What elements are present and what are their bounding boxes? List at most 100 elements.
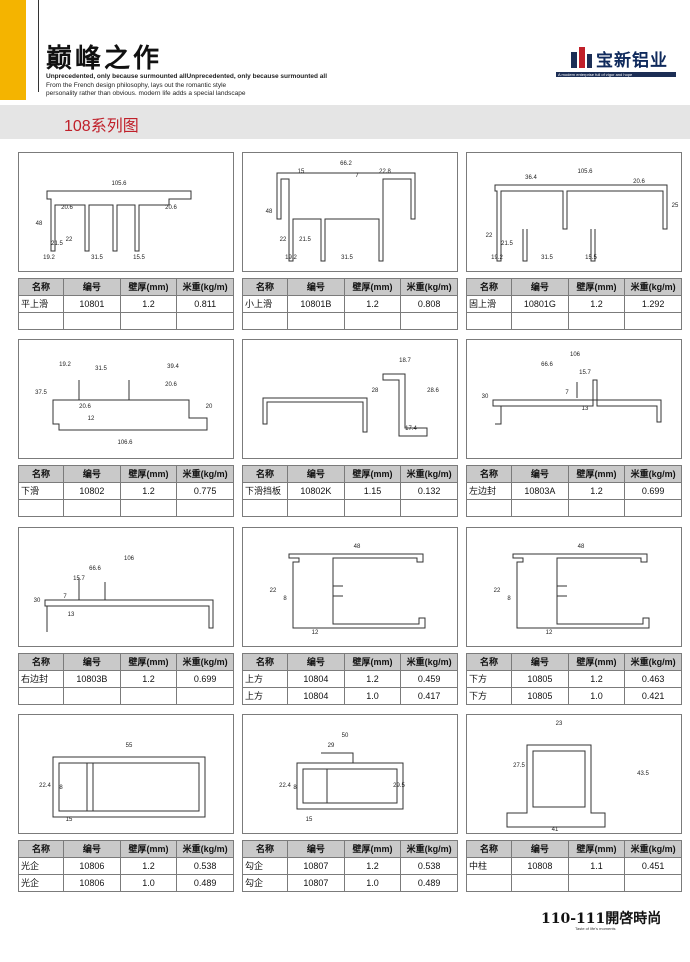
profile-outline <box>52 756 206 818</box>
column-header-code: 编号 <box>511 653 569 671</box>
cell-name: 上方 <box>242 687 288 705</box>
cell-weight <box>400 499 458 517</box>
cell-name: 平上滑 <box>18 295 64 313</box>
cell-code <box>63 687 121 705</box>
dimension-label: 7 <box>565 390 569 396</box>
column-header-thickness: 壁厚(mm) <box>119 278 178 296</box>
cell-weight <box>624 874 682 892</box>
dimension-label: 31.5 <box>341 255 353 261</box>
dimension-label: 20 <box>206 404 213 410</box>
brand-logo: 宝新铝业 A modern enterprise full of vigor a… <box>556 42 676 82</box>
cell-code: 10801G <box>511 295 569 313</box>
footer-brand: 開啓時尚 <box>605 911 662 927</box>
cell-name: 上方 <box>242 670 288 688</box>
cell-name <box>18 687 64 705</box>
cell-weight: 0.463 <box>624 670 682 688</box>
dimension-label: 19.2 <box>59 362 71 368</box>
cell-thickness: 1.2 <box>567 670 626 688</box>
column-header-thickness: 壁厚(mm) <box>343 840 402 858</box>
cell-thickness: 1.15 <box>343 482 402 500</box>
column-header-thickness: 壁厚(mm) <box>343 465 402 483</box>
cell-thickness: 1.0 <box>119 874 178 892</box>
cell-thickness <box>567 499 626 517</box>
cell-name <box>18 499 64 517</box>
dimension-label: 23 <box>556 721 563 727</box>
column-header-name: 名称 <box>242 465 288 483</box>
cell-weight: 0.489 <box>400 874 458 892</box>
cell-thickness: 1.2 <box>119 670 178 688</box>
dimension-label: 21.5 <box>299 237 311 243</box>
column-header-code: 编号 <box>287 840 345 858</box>
cell-weight: 0.489 <box>176 874 234 892</box>
dimension-label: 20.6 <box>79 404 91 410</box>
spec-header-row: 名称编号壁厚(mm)米重(kg/m) <box>242 840 458 858</box>
column-header-thickness: 壁厚(mm) <box>119 653 178 671</box>
cell-weight: 0.699 <box>176 670 234 688</box>
spec-header-row: 名称编号壁厚(mm)米重(kg/m) <box>18 653 234 671</box>
cell-name <box>242 312 288 330</box>
column-header-name: 名称 <box>18 465 64 483</box>
cell-name: 光企 <box>18 874 64 892</box>
cell-weight: 1.292 <box>624 295 682 313</box>
cell-code: 10806 <box>63 857 121 875</box>
dimension-label: 12 <box>88 416 95 422</box>
cell-name <box>18 312 64 330</box>
cell-code: 10801B <box>287 295 345 313</box>
column-header-weight: 米重(kg/m) <box>400 465 458 483</box>
cell-thickness: 1.0 <box>343 687 402 705</box>
dimension-label: 48 <box>354 544 361 550</box>
column-header-code: 编号 <box>63 278 121 296</box>
dimension-label: 12 <box>546 630 553 636</box>
dimension-label: 20.6 <box>165 382 177 388</box>
cell-code: 10805 <box>511 687 569 705</box>
column-header-name: 名称 <box>242 653 288 671</box>
cell-code <box>63 312 121 330</box>
dimension-label: 30 <box>34 598 41 604</box>
dimension-label: 7 <box>63 594 67 600</box>
column-header-thickness: 壁厚(mm) <box>567 278 626 296</box>
column-header-weight: 米重(kg/m) <box>176 465 234 483</box>
slogan-line: personality rather than obvious. modern … <box>46 90 246 97</box>
column-header-code: 编号 <box>63 840 121 858</box>
cell-code: 10807 <box>287 857 345 875</box>
column-header-name: 名称 <box>466 653 512 671</box>
spec-header-row: 名称编号壁厚(mm)米重(kg/m) <box>242 465 458 483</box>
column-header-weight: 米重(kg/m) <box>624 465 682 483</box>
profile-outline <box>52 380 208 431</box>
table-row <box>18 687 234 705</box>
cell-name: 右边封 <box>18 670 64 688</box>
profile-outline <box>262 373 428 437</box>
dimension-label: 20.6 <box>165 205 177 211</box>
column-header-weight: 米重(kg/m) <box>624 653 682 671</box>
column-header-code: 编号 <box>287 653 345 671</box>
dimension-label: 27.5 <box>513 763 525 769</box>
dimension-label: 22 <box>270 588 277 594</box>
dimension-label: 22 <box>494 588 501 594</box>
table-row <box>242 499 458 517</box>
dimension-label: 22 <box>66 237 73 243</box>
dimension-label: 36.4 <box>525 175 537 181</box>
column-header-weight: 米重(kg/m) <box>400 653 458 671</box>
cell-name: 固上滑 <box>466 295 512 313</box>
cell-weight <box>176 499 234 517</box>
cell-thickness: 1.2 <box>119 857 178 875</box>
cell-name: 下滑挡板 <box>242 482 288 500</box>
spec-header-row: 名称编号壁厚(mm)米重(kg/m) <box>466 278 682 296</box>
spec-header-row: 名称编号壁厚(mm)米重(kg/m) <box>466 653 682 671</box>
